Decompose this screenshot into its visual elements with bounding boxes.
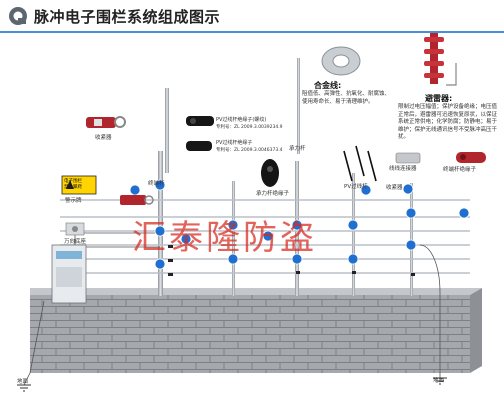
tensioner-component [86, 116, 126, 128]
label-load-pole-insulator: 承力杆绝缘子 [256, 191, 290, 197]
ground-symbol-left [17, 384, 31, 392]
pv-pole-1 [232, 181, 235, 296]
pole-sample [165, 88, 169, 173]
label-tensioner: 收紧器 [95, 135, 112, 141]
pv-pole-2 [352, 173, 355, 296]
header: 脉冲电子围栏系统组成图示 [0, 0, 504, 30]
alloy-wire-description: 阻值低、高弹性、抗氧化、耐腐蚀、使用寿命长、易于清理维护。 [302, 91, 391, 105]
diagram-canvas [17, 33, 486, 392]
terminal-pole-left [158, 151, 163, 296]
pv-insulator [186, 141, 212, 151]
pv-insulator-bolt [186, 116, 214, 126]
label-pv-insulator: PV过线杆绝缘子 [216, 140, 253, 146]
label-tensioner-2: 收紧器 [386, 185, 403, 191]
line-connector-graphic [395, 152, 421, 164]
lightning-arrester [424, 33, 457, 86]
page-title: 脉冲电子围栏系统组成图示 [34, 8, 221, 26]
diagram-scene: 收紧器 终端杆 电子围栏 禁止攀爬 警示牌 万向底座 PV过线杆绝缘子(螺纹) … [0, 33, 504, 406]
small-insulators [168, 245, 415, 276]
warning-sign-text: 电子围栏 禁止攀爬 [64, 179, 82, 190]
tensioner-component-2 [120, 195, 154, 205]
controller-box [51, 244, 87, 304]
label-alloy-wire: 合金线: [314, 81, 342, 90]
brick-wall-top [30, 288, 482, 295]
label-universal-base: 万向底座 [64, 239, 87, 245]
label-pv-insulator-patent: 专利号：ZL 2009.3.0046373.4 [216, 148, 283, 153]
ground-symbol-right [433, 377, 447, 385]
header-divider [0, 31, 504, 33]
label-arrester: 避雷器: [425, 94, 453, 103]
alloy-wire-spool [321, 46, 361, 76]
warning-sign-graphic [61, 175, 97, 195]
label-terminal-pole: 终端杆 [148, 181, 165, 187]
label-line-connector: 线线连接器 [389, 166, 417, 172]
label-pv-insulator-bolt: PV过线杆绝缘子(螺纹) [216, 117, 267, 123]
brick-wall-side [470, 288, 482, 373]
load-pole-insulator-graphic [261, 159, 279, 187]
insulator-nodes [129, 179, 470, 270]
label-pv-pass-pole: PV过线杆 [344, 184, 368, 190]
brick-wall [30, 295, 470, 373]
terminal-insulator-graphic [456, 152, 486, 163]
label-ground-right: 地面 [433, 378, 445, 384]
watermark: 汇泰隆防盗 [132, 218, 317, 258]
load-pole-sample [297, 58, 300, 154]
label-pv-insulator-bolt-patent: 专利号：ZL 2009.3.0039234.9 [216, 125, 283, 130]
spiral-insulators [343, 145, 377, 182]
logo-icon [9, 7, 27, 25]
label-load-pole: 承力杆 [289, 146, 306, 152]
universal-base-graphic [65, 222, 85, 236]
label-terminal-insulator: 终端杆绝缘子 [443, 167, 477, 173]
arrester-description: 限制过电压幅值；保护设备绝缘；电压值正常后，避雷器可迅速恢复原状，以保证系统正常… [398, 104, 498, 140]
pv-pole-3 [410, 183, 413, 296]
label-ground-left: 地面 [17, 379, 29, 385]
label-warning-sign: 警示牌 [65, 198, 82, 204]
